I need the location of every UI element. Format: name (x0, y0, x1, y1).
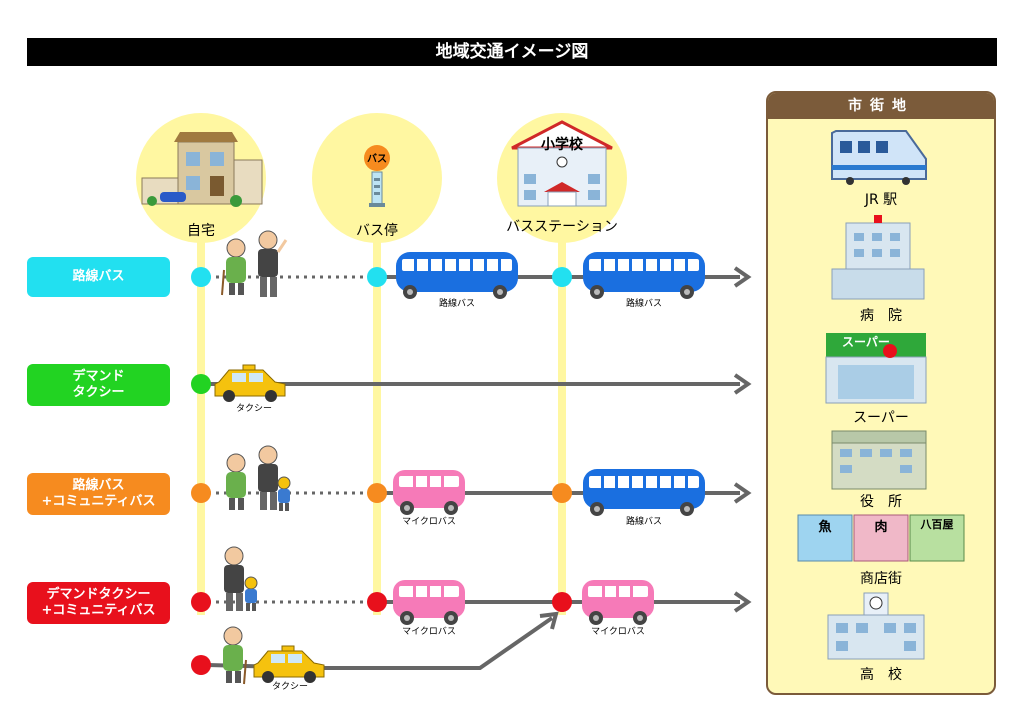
house-icon (141, 132, 263, 207)
legend-demand-taxi-community-bus: デマンドタクシー +コミュニティバス (27, 582, 170, 624)
downtown-icons (797, 130, 965, 660)
micro-bus-label: マイクロバス (402, 517, 456, 527)
legend-route-bus: 路線バス (27, 257, 170, 297)
stop-dot (552, 592, 572, 612)
route-bus-label: 路線バス (625, 299, 662, 309)
bus-stop-stem (373, 230, 381, 615)
home-stem (197, 230, 205, 615)
micro-bus-label: マイクロバス (591, 627, 645, 637)
stop-dot (552, 483, 572, 503)
route-bus-icon (583, 469, 705, 516)
supermarket-sign: スーパー (842, 335, 890, 349)
downtown-header: 市街地 (768, 93, 994, 119)
child-icon (277, 476, 291, 511)
micro-bus-icon (393, 580, 465, 625)
stop-dot (191, 483, 211, 503)
hospital-icon (831, 215, 925, 300)
legend-demand-taxi: デマンド タクシー (27, 364, 170, 406)
man-icon (258, 445, 278, 510)
dest-label-shopping-street: 商店街 (860, 571, 902, 587)
dest-label-high-school: 高 校 (860, 667, 902, 683)
bus-stop-sign-text: バス (367, 154, 387, 165)
taxi-icon (253, 645, 325, 683)
dest-label-supermarket: スーパー (853, 410, 909, 426)
city-hall-icon (831, 430, 927, 490)
stop-dot (191, 267, 211, 287)
stop-dot (191, 655, 211, 675)
stop-dot (552, 267, 572, 287)
diagram-canvas (136, 113, 752, 685)
micro-bus-icon (582, 580, 654, 625)
school-sign-text: 小学校 (541, 137, 583, 153)
stop-dot (191, 592, 211, 612)
bus-station-stem (558, 230, 566, 615)
home-label: 自宅 (187, 223, 215, 239)
taxi-icon (214, 364, 286, 402)
fish-shop-sign: 魚 (818, 520, 832, 535)
meat-shop-sign: 肉 (874, 520, 888, 535)
high-school-icon (827, 592, 925, 660)
elderly-person-icon (221, 238, 246, 296)
stop-dot (367, 592, 387, 612)
route-bus-label: 路線バス (438, 299, 475, 309)
man-icon (224, 546, 244, 611)
school-building-icon (511, 120, 613, 207)
taxi-label: タクシー (271, 682, 308, 692)
dest-label-hospital: 病 院 (860, 308, 902, 324)
elderly-person-icon (223, 626, 247, 685)
man-icon (258, 230, 288, 297)
dest-label-city-hall: 役 所 (860, 494, 902, 510)
child-icon (244, 576, 258, 611)
bus-stop-label: バス停 (356, 223, 398, 239)
stop-dot (191, 374, 211, 394)
stop-dot (367, 267, 387, 287)
micro-bus-label: マイクロバス (402, 627, 456, 637)
dest-label-jr-station: JR 駅 (864, 192, 898, 208)
greengrocer-sign: 八百屋 (920, 518, 954, 531)
route-bus-icon (583, 252, 705, 299)
bus-station-label: バスステーション (506, 219, 618, 235)
legend-route-community-bus: 路線バス +コミュニティバス (27, 473, 170, 515)
elderly-person-icon (226, 453, 246, 510)
taxi-label: タクシー (235, 404, 272, 414)
micro-bus-icon (393, 470, 465, 515)
page-title: 地域交通イメージ図 (27, 38, 997, 66)
route-bus-label: 路線バス (625, 517, 662, 527)
stop-dot (367, 483, 387, 503)
supermarket-icon (825, 333, 927, 404)
route-bus-icon (396, 252, 518, 299)
bus-stop-sign-icon (364, 145, 390, 207)
train-icon (831, 130, 927, 185)
shopping-street-icon (797, 514, 965, 562)
